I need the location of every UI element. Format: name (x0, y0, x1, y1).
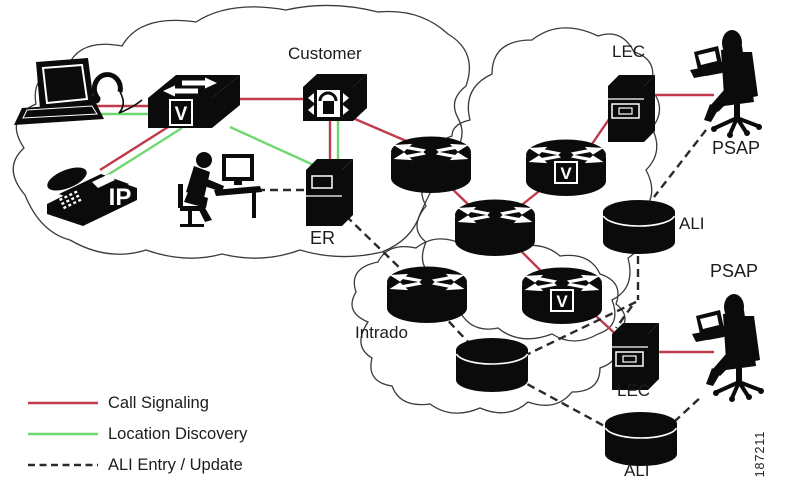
voice-switch-icon (148, 75, 240, 128)
legend-row-call-signaling: Call Signaling (28, 391, 247, 415)
router-v-label: V (560, 164, 572, 183)
ip-phone-label: IP (109, 184, 132, 211)
legend-label: Call Signaling (108, 393, 209, 412)
pbx-icon (301, 72, 369, 123)
psap-operator-icon (690, 292, 766, 404)
call-signaling-swatch (28, 401, 98, 405)
ali-update-lines (244, 129, 707, 430)
cloud-outline-provider (416, 27, 661, 342)
laptop-icon (14, 58, 104, 125)
router-icon (385, 266, 469, 323)
ali-top-label: ALI (679, 214, 705, 233)
legend-label: Location Discovery (108, 424, 248, 443)
er-label: ER (310, 228, 336, 248)
intrado-label: Intrado (355, 323, 408, 342)
legend-row-ali-entry: ALI Entry / Update (28, 453, 247, 477)
ali-database-icon (604, 411, 678, 467)
legend: Call Signaling Location Discovery ALI En… (28, 391, 247, 477)
lec-top-label: LEC (612, 42, 646, 61)
psap-bottom-label: PSAP (710, 261, 759, 281)
psap-operator-icon (688, 28, 764, 140)
lec-bottom-label: LEC (617, 381, 651, 400)
er-server-icon (306, 159, 353, 226)
cloud-outline-customer (12, 4, 470, 259)
ip-phone-icon (47, 167, 137, 226)
location-discovery-swatch (28, 432, 98, 436)
router-icon (453, 199, 537, 256)
ali-entry-swatch (28, 463, 98, 467)
router-icon (389, 136, 473, 193)
legend-row-location-discovery: Location Discovery (28, 422, 247, 446)
psap-top-label: PSAP (712, 138, 761, 158)
lec-server-icon (612, 323, 659, 390)
router-v-label: V (556, 292, 568, 311)
customer-label: Customer (288, 44, 362, 63)
ali-bottom-label: ALI (624, 461, 650, 480)
voice-router-icon: V (524, 139, 608, 196)
ali-database-icon (602, 199, 676, 255)
headset-icon (91, 72, 143, 114)
voice-router-icon: V (520, 267, 604, 324)
database-icon (455, 337, 529, 393)
switch-v-label: V (175, 104, 188, 125)
figure-number: 187211 (753, 430, 767, 478)
legend-label: ALI Entry / Update (108, 455, 243, 474)
cloud-outline-intrado (351, 238, 626, 414)
desk-user-icon (178, 152, 262, 227)
lec-server-icon (608, 75, 655, 142)
switch-v-badge (169, 99, 193, 126)
